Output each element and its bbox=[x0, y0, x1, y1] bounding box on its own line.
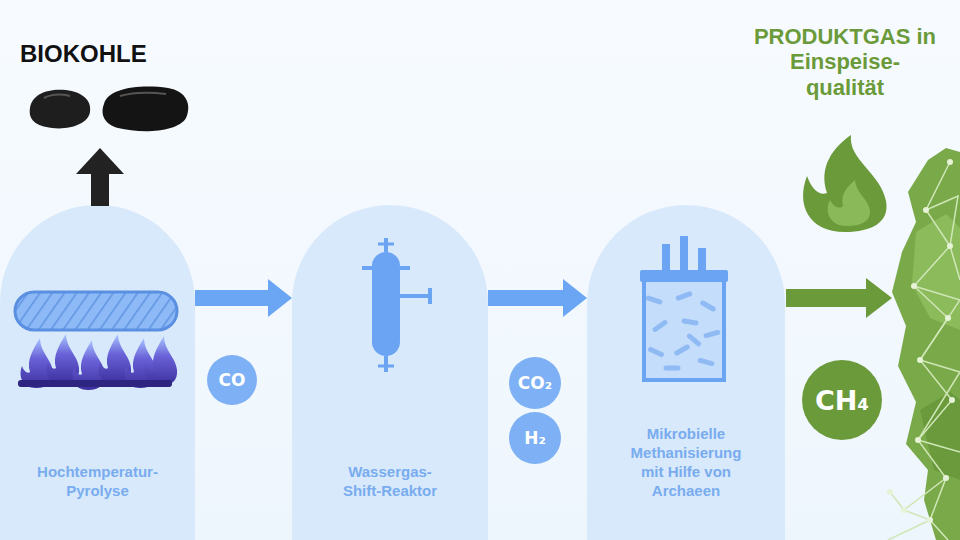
bioreactor-icon bbox=[640, 236, 728, 380]
gas-circle: CH₄ bbox=[802, 360, 882, 440]
gas-flame-icon bbox=[803, 135, 886, 232]
gas-formula: CH₄ bbox=[815, 385, 869, 416]
biochar-icon bbox=[30, 87, 189, 132]
product-gas-label: PRODUKTGAS in Einspeise- qualität bbox=[752, 24, 938, 100]
output-arrow bbox=[76, 148, 124, 206]
output-label: BIOKOHLE bbox=[20, 40, 220, 68]
gas-circle: H₂ bbox=[509, 412, 561, 464]
process-arrow bbox=[195, 279, 292, 317]
gas-formula: H₂ bbox=[524, 428, 546, 448]
germany-map bbox=[887, 148, 960, 540]
gas-formula: CO₂ bbox=[518, 373, 552, 393]
gas-circle: CO bbox=[207, 355, 257, 405]
process-label: Hochtemperatur- Pyrolyse bbox=[15, 462, 180, 500]
process-label: Mikrobielle Methanisierung mit Hilfe von… bbox=[622, 424, 750, 500]
gas-feed-arrow bbox=[786, 278, 892, 318]
process-label: Wassergas- Shift-Reaktor bbox=[320, 462, 460, 500]
process-arrow bbox=[488, 279, 587, 317]
reactor-icon bbox=[362, 238, 430, 372]
gas-formula: CO bbox=[219, 370, 246, 390]
pyrolysis-icon bbox=[15, 292, 177, 390]
gas-circle: CO₂ bbox=[509, 357, 561, 409]
